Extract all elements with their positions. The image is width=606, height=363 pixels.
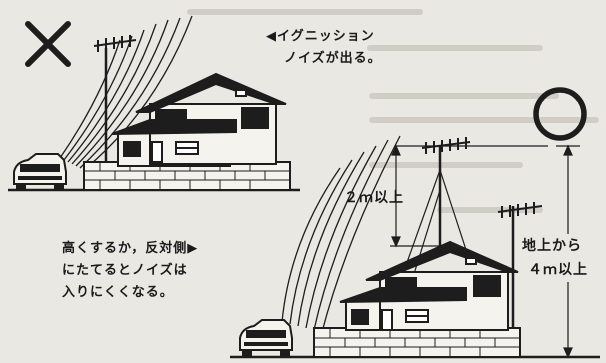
antenna-elements-left <box>93 35 137 52</box>
ground-height-line-2: ４ｍ以上 <box>528 262 588 278</box>
car-left <box>13 153 67 190</box>
faint-background-lines <box>187 9 599 213</box>
good-circle-mark <box>533 87 587 141</box>
noise-note: ◀イグニッション ノイズが出る。 <box>266 26 382 70</box>
advice-note-line-3: 入りにくくなる。 <box>62 285 174 300</box>
car-right <box>239 319 293 356</box>
bad-example <box>8 15 300 192</box>
noise-note-line-2: ノイズが出る。 <box>284 51 382 66</box>
ground-height-line-1: 地上から <box>522 238 582 254</box>
bad-cross-mark <box>25 21 71 67</box>
noise-note-line-1: ◀イグニッション <box>266 29 375 44</box>
advice-note-line-1: 高くするか，反対側▶ <box>62 241 199 256</box>
ground-height-label: 地上から ４ｍ以上 <box>522 234 588 282</box>
antenna-elements-opposite <box>497 202 543 218</box>
noise-waves-left <box>59 15 193 171</box>
antenna-elements-high <box>421 137 471 154</box>
advice-note: 高くするか，反対側▶ にたてるとノイズは 入りにくくなる。 <box>62 238 198 304</box>
noise-waves-right <box>281 135 401 333</box>
house-right <box>339 240 519 331</box>
good-example <box>230 87 600 359</box>
wall-right <box>313 327 521 358</box>
mast-height-label: ２ｍ以上 <box>344 190 404 206</box>
house-left <box>111 72 287 167</box>
advice-note-line-2: にたてるとノイズは <box>62 263 188 278</box>
dimension-lines <box>390 144 580 359</box>
